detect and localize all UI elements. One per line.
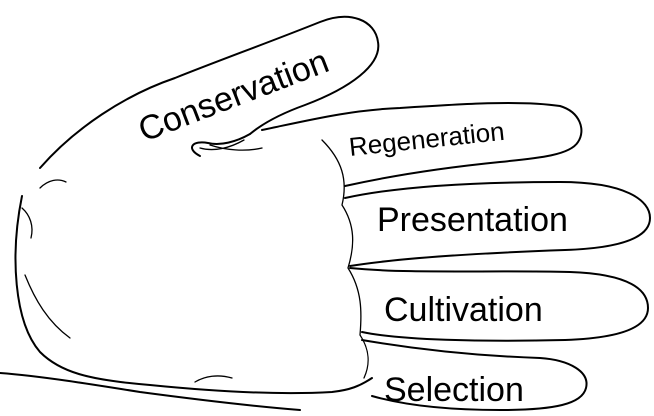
palm-outline [0, 144, 373, 411]
knuckle-line [321, 139, 369, 379]
finger-ring-outline [349, 267, 649, 342]
finger-label-conservation: Conservation [133, 42, 334, 149]
finger-label-regeneration: Regeneration [347, 116, 505, 162]
finger-pinky-outline [361, 339, 588, 411]
finger-label-cultivation: Cultivation [384, 291, 543, 329]
finger-index-outline [261, 101, 583, 187]
finger-label-presentation: Presentation [377, 201, 568, 239]
finger-middle-outline [344, 181, 651, 267]
finger-label-selection: Selection [384, 371, 524, 409]
